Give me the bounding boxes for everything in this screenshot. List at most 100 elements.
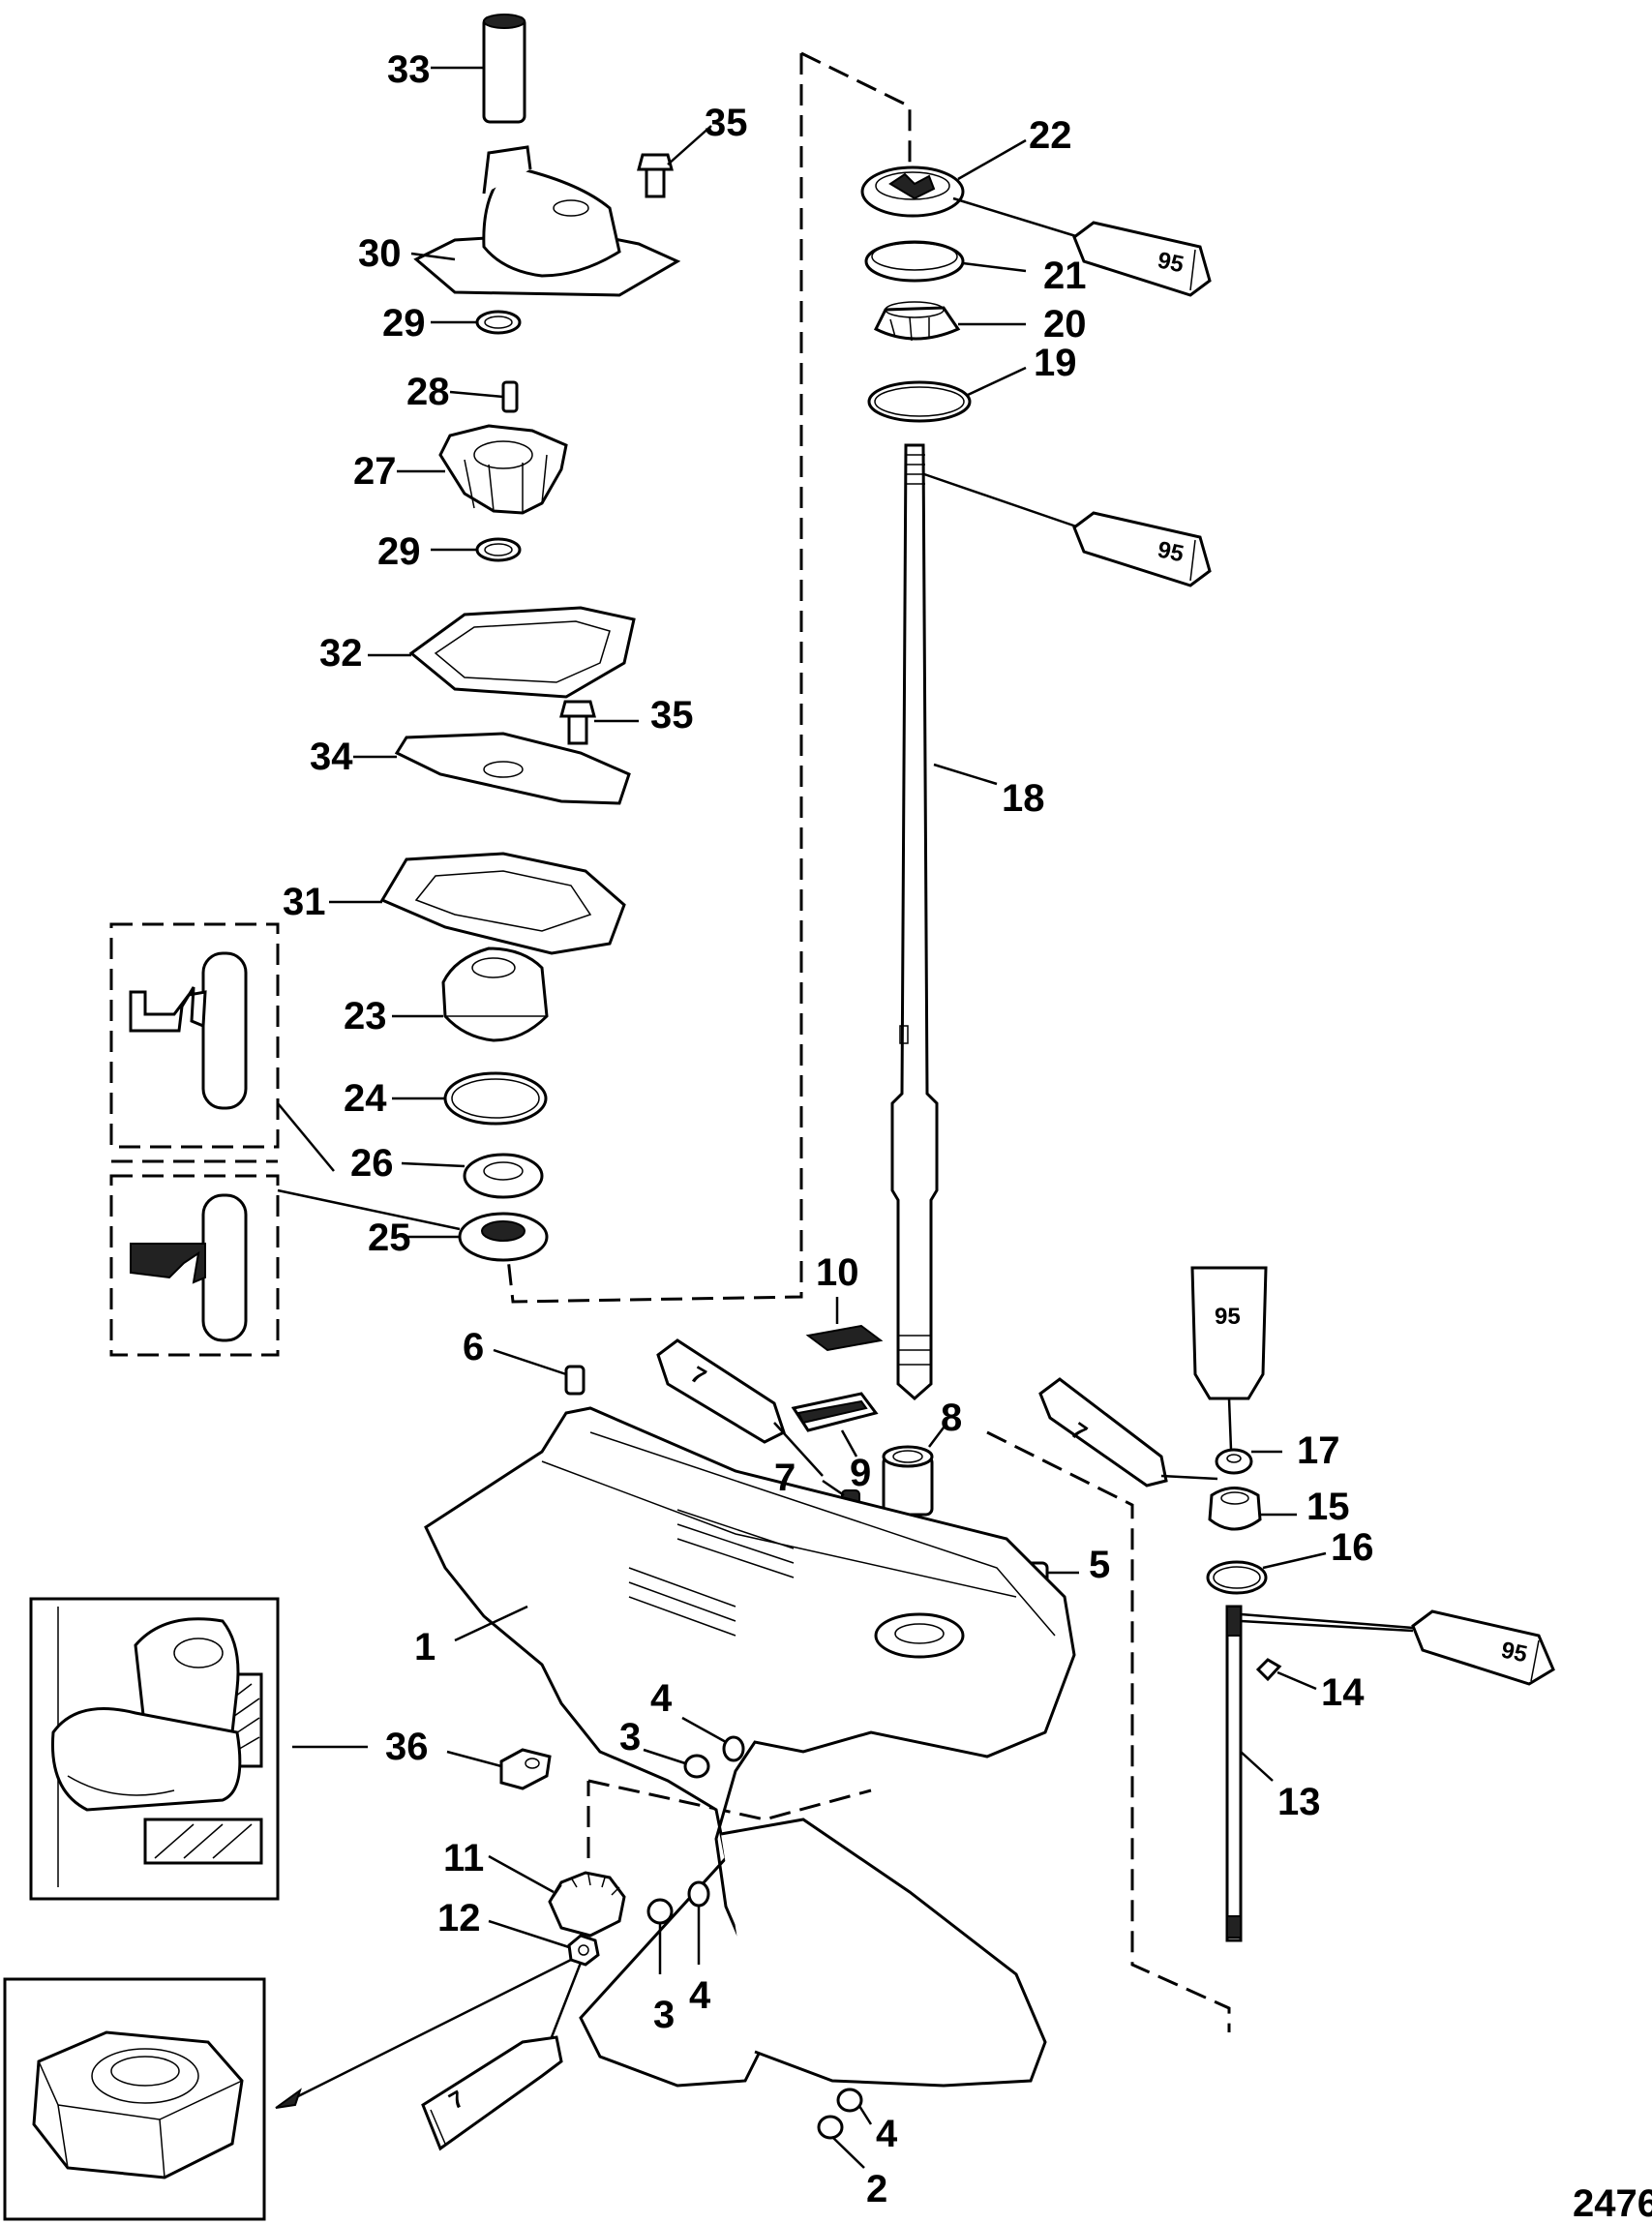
callout-5: 5 xyxy=(1089,1544,1110,1586)
part-12-nut xyxy=(275,1919,600,2109)
callout-7: 7 xyxy=(774,1457,796,1499)
callout-24: 24 xyxy=(344,1077,387,1120)
part-23-seal-carrier xyxy=(392,947,549,1042)
seal-detail-box-lower xyxy=(109,1174,461,1357)
part-27-impeller xyxy=(397,424,568,515)
callout-6: 6 xyxy=(463,1326,484,1368)
callout-29: 29 xyxy=(377,530,421,573)
part-31-gasket xyxy=(329,852,626,955)
tube-label-95: 95 xyxy=(1156,536,1186,567)
callout-34: 34 xyxy=(310,736,353,778)
part-18-driveshaft xyxy=(890,443,1080,1401)
part-21-bearing-cup xyxy=(864,240,1027,283)
part-4-washer xyxy=(681,1716,745,1762)
part-20-tapered-bearing xyxy=(873,301,1026,342)
part-28-key xyxy=(449,380,519,413)
part-4-washer xyxy=(687,1880,710,1965)
tube-label-95: 95 xyxy=(1156,247,1186,278)
callout-3: 3 xyxy=(619,1716,641,1758)
callout-29: 29 xyxy=(382,302,426,345)
callout-23: 23 xyxy=(344,995,387,1037)
part-16-o-ring xyxy=(1206,1551,1327,1595)
assembly-dashed-line xyxy=(587,1779,872,1821)
callout-26: 26 xyxy=(350,1142,394,1185)
part-29-gasket-ring xyxy=(431,310,522,335)
callout-14: 14 xyxy=(1321,1671,1365,1714)
callout-2: 2 xyxy=(866,2168,887,2210)
part-1-gear-housing xyxy=(424,1406,1076,2088)
callout-17: 17 xyxy=(1297,1429,1340,1472)
lubricant-tube-7 xyxy=(421,2035,563,2151)
part-30-pump-housing xyxy=(410,145,681,297)
callout-16: 16 xyxy=(1331,1526,1374,1569)
sealant-tube-95 xyxy=(1072,221,1212,297)
callout-4: 4 xyxy=(650,1677,673,1720)
part-32-gasket xyxy=(368,606,636,699)
part-35-bolt xyxy=(637,125,712,198)
part-8-needle-bearing xyxy=(882,1427,945,1517)
part-36-anode xyxy=(292,1745,552,1790)
assembly-dashed-line xyxy=(800,51,912,165)
callout-35: 35 xyxy=(650,694,694,736)
nut-detail-box xyxy=(3,1977,266,2221)
callout-9: 9 xyxy=(850,1452,871,1494)
part-14-clip xyxy=(1255,1658,1317,1691)
part-17-bushing xyxy=(1215,1448,1282,1475)
part-34-face-plate xyxy=(353,732,631,805)
callout-labels: 33 35 30 29 28 27 29 32 35 34 31 23 24 2… xyxy=(283,48,1374,2210)
callout-36: 36 xyxy=(385,1726,429,1768)
callout-30: 30 xyxy=(358,232,402,275)
part-3-screw xyxy=(646,1898,674,1974)
sealant-tube-95 xyxy=(1072,511,1212,587)
sealant-tube-95 xyxy=(1411,1609,1555,1686)
callout-33: 33 xyxy=(387,48,431,91)
callout-31: 31 xyxy=(283,881,326,923)
part-24-o-ring xyxy=(392,1071,548,1126)
sealant-tube-95 xyxy=(1190,1266,1268,1451)
part-22-retainer-nut xyxy=(860,138,1080,239)
callout-28: 28 xyxy=(406,371,450,413)
callout-15: 15 xyxy=(1307,1486,1350,1528)
assembly-dashed-line xyxy=(986,1430,1231,2032)
callout-11: 11 xyxy=(443,1837,484,1879)
part-13-shift-shaft xyxy=(1225,1605,1414,1942)
part-25-seal xyxy=(406,1212,549,1262)
part-6-dowel-pin xyxy=(493,1348,586,1396)
callout-4: 4 xyxy=(689,1974,711,2017)
callout-32: 32 xyxy=(319,632,363,675)
callout-13: 13 xyxy=(1277,1781,1321,1823)
callout-19: 19 xyxy=(1034,342,1077,384)
part-33-sleeve xyxy=(431,14,526,124)
part-9-pad xyxy=(791,1392,879,1458)
part-11-pinion-gear xyxy=(488,1854,626,1938)
figure-id: 2476 xyxy=(1573,2182,1652,2224)
part-2-screw xyxy=(817,2115,865,2169)
callout-4: 4 xyxy=(876,2113,898,2155)
callout-1: 1 xyxy=(414,1626,436,1668)
callout-12: 12 xyxy=(437,1897,481,1939)
tube-label-95: 95 xyxy=(1499,1637,1530,1668)
part-10-shim xyxy=(805,1297,884,1352)
callout-10: 10 xyxy=(816,1251,859,1294)
part-4-washer xyxy=(836,2088,873,2125)
part-19-o-ring xyxy=(867,366,1027,423)
callout-18: 18 xyxy=(1002,777,1045,820)
callout-35: 35 xyxy=(705,102,748,144)
callout-25: 25 xyxy=(368,1217,411,1259)
callout-27: 27 xyxy=(353,450,397,493)
callout-20: 20 xyxy=(1043,303,1087,346)
part-35-bolt xyxy=(559,700,639,745)
callout-21: 21 xyxy=(1043,255,1087,297)
anode-detail-box xyxy=(29,1597,280,1901)
tube-labels: 95 95 95 95 7 7 7 xyxy=(445,247,1530,2115)
lubricant-tube-7 xyxy=(1038,1377,1218,1488)
seal-detail-box-upper xyxy=(109,922,335,1172)
tube-label-95: 95 xyxy=(1215,1304,1241,1330)
assembly-dashed-line xyxy=(506,53,803,1304)
callout-22: 22 xyxy=(1029,114,1072,157)
callout-3: 3 xyxy=(653,1994,675,2036)
part-26-seal xyxy=(401,1153,544,1199)
part-29-gasket-ring xyxy=(431,537,522,562)
callout-8: 8 xyxy=(941,1397,962,1439)
